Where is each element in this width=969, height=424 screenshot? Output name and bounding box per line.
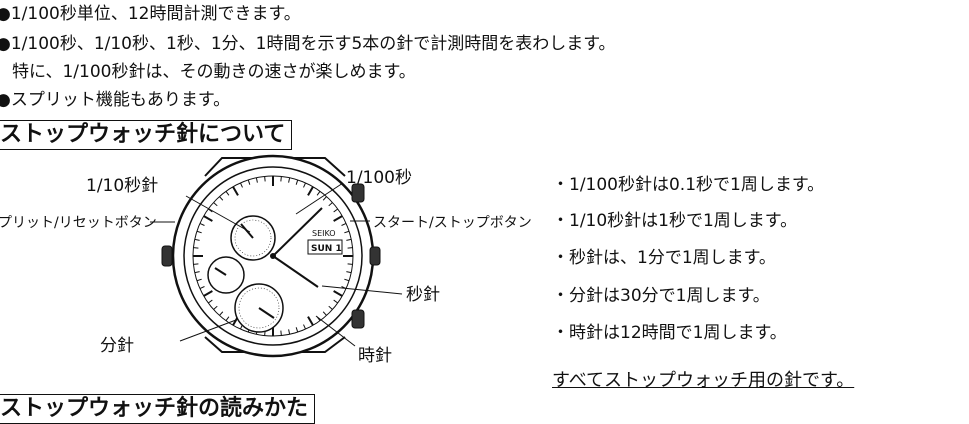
bezel-tick <box>322 311 327 316</box>
bezel-tick <box>288 329 291 335</box>
bezel-tick <box>322 196 327 201</box>
bezel-tick <box>196 278 202 282</box>
note-stopwatch-hands: すべてストップウォッチ用の針です。 <box>552 370 855 391</box>
bezel-tick <box>307 316 314 326</box>
bezel-tick <box>213 202 218 207</box>
bezel-tick <box>346 238 352 241</box>
bezel-tick <box>203 215 213 222</box>
bezel-tick <box>328 305 333 310</box>
bezel-tick <box>303 182 306 188</box>
bullet-3: ・秒針は、1分で1周します。 <box>552 248 776 268</box>
bezel-tick <box>307 186 314 196</box>
bezel-tick <box>193 263 199 265</box>
bezel-tick <box>196 230 202 234</box>
bezel-tick <box>199 286 205 289</box>
bezel-tick <box>199 223 205 226</box>
bezel-tick <box>333 290 343 297</box>
bezel-tick <box>213 305 218 310</box>
bezel-tick <box>232 186 239 196</box>
label-minute-hand: 分針 <box>100 336 134 356</box>
bezel-tick <box>346 271 352 274</box>
label-split-reset-button: プリット/リセットボタン <box>0 215 157 231</box>
intro-line-3: 特に、1/100秒針は、その動きの速さが楽しめます。 <box>12 62 416 82</box>
bezel-tick <box>328 202 333 207</box>
bezel-tick <box>344 230 350 234</box>
bezel-tick <box>207 299 213 304</box>
bezel-tick <box>255 177 258 183</box>
section-heading-hands: ストップウォッチ針について <box>0 120 293 150</box>
bezel-tick <box>225 316 230 322</box>
bullet-2: ・1/10秒針は1秒で1周します。 <box>552 211 798 231</box>
label-hour-hand: 時針 <box>358 346 392 366</box>
label-tenth-second-hand: 1/10秒針 <box>86 176 159 196</box>
label-start-stop-button: スタート/ストップボタン <box>373 215 532 231</box>
intro-line-4: ●スプリット機能もあります。 <box>0 90 231 110</box>
bezel-tick <box>295 327 299 333</box>
watch-brand: SEIKO <box>312 229 336 238</box>
bezel-tick <box>194 238 200 241</box>
bezel-tick <box>280 330 282 336</box>
bezel-tick <box>333 208 339 213</box>
bezel-tick <box>203 290 213 297</box>
bezel-tick <box>295 179 299 185</box>
bezel-tick <box>247 179 251 185</box>
bezel-tick <box>280 176 282 182</box>
bezel-tick <box>225 190 230 196</box>
bezel-tick <box>344 278 350 282</box>
section-heading-reading: ストップウォッチ針の読みかた <box>0 394 316 424</box>
bullet-4: ・分針は30分で1周します。 <box>552 286 770 306</box>
bezel-tick <box>316 190 321 196</box>
bezel-tick <box>264 176 266 182</box>
watch-illustration: SEIKO SUN 1 <box>150 154 403 358</box>
intro-line-2: ●1/100秒、1/10秒、1秒、1分、1時間を示す5本の針で計測時間を表わしま… <box>0 34 616 54</box>
bezel-tick <box>219 196 224 201</box>
bezel-tick <box>333 299 339 304</box>
bullet-1: ・1/100秒針は0.1秒で1周します。 <box>552 175 825 195</box>
bezel-tick <box>194 271 200 274</box>
bezel-tick <box>288 177 291 183</box>
bezel-tick <box>193 247 199 249</box>
bullet-5: ・時針は12時間で1周します。 <box>552 323 787 343</box>
bezel-tick <box>219 311 224 316</box>
bezel-tick <box>303 324 306 330</box>
bezel-tick <box>341 223 347 226</box>
label-second-hand: 秒針 <box>406 285 440 305</box>
bezel-tick <box>333 215 343 222</box>
watch-day-window: SUN 1 <box>311 244 342 254</box>
bezel-tick <box>240 182 243 188</box>
intro-line-1: ●1/100秒単位、12時間計測できます。 <box>0 4 301 24</box>
label-hundredth-second-hand: 1/100秒 <box>346 168 412 188</box>
bezel-tick <box>347 263 353 265</box>
bezel-tick <box>347 247 353 249</box>
